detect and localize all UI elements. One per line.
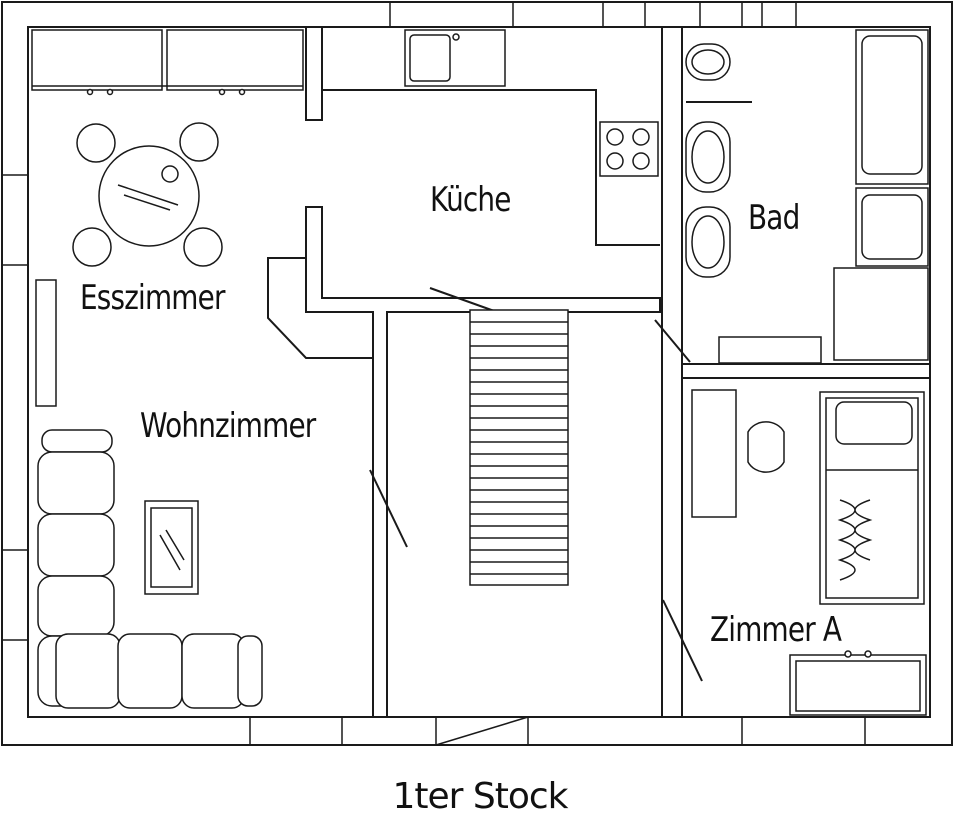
staircase bbox=[469, 309, 569, 586]
sofa bbox=[37, 429, 263, 709]
outer-wall bbox=[1, 1, 953, 746]
shelf bbox=[35, 279, 57, 407]
interior-walls bbox=[267, 26, 931, 718]
top-windows bbox=[389, 2, 797, 27]
left-windows bbox=[2, 174, 28, 641]
kitchen-sink bbox=[404, 29, 506, 87]
bedroom-furniture bbox=[691, 389, 927, 716]
dining-table bbox=[72, 122, 223, 267]
door-swings bbox=[369, 287, 703, 682]
bathroom-fixtures bbox=[685, 29, 929, 364]
floor-caption: 1ter Stock bbox=[392, 776, 568, 817]
wall-cabinets bbox=[31, 29, 304, 96]
coffee-table bbox=[144, 500, 199, 595]
room-label-esszimmer: Esszimmer bbox=[80, 278, 225, 318]
stove bbox=[599, 121, 659, 177]
room-label-kueche: Küche bbox=[430, 180, 511, 220]
bottom-windows bbox=[249, 716, 866, 746]
room-label-wohnzimmer: Wohnzimmer bbox=[140, 406, 316, 446]
room-label-zimmer-a: Zimmer A bbox=[710, 610, 842, 650]
room-label-bad: Bad bbox=[748, 198, 800, 238]
